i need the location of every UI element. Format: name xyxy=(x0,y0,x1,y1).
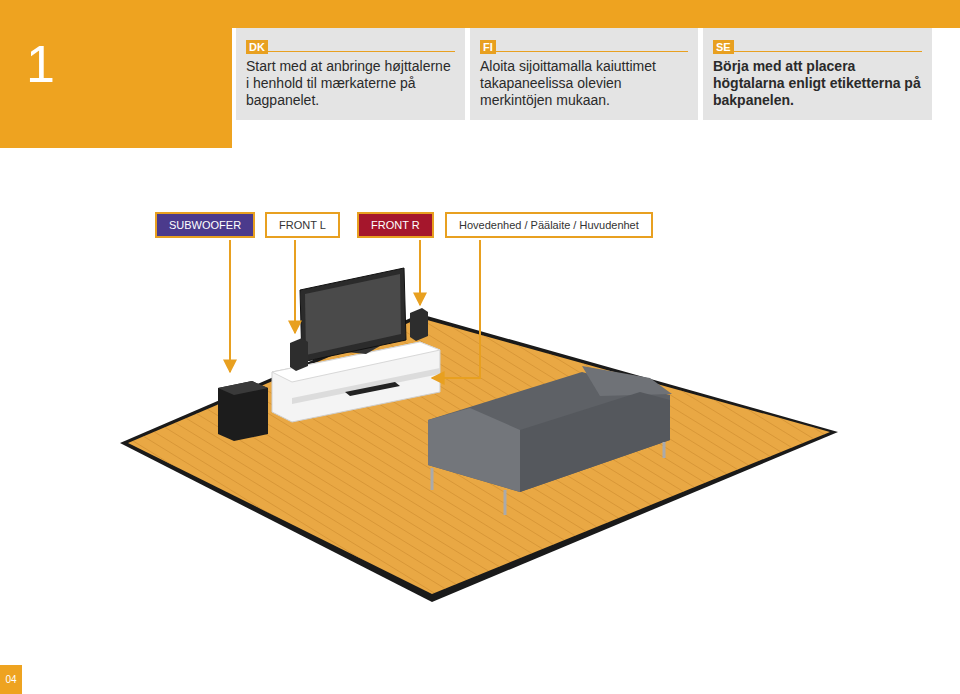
page-number-box: 04 xyxy=(0,665,22,694)
sofa-front xyxy=(520,392,670,492)
tv-glass xyxy=(305,274,401,355)
page-number: 04 xyxy=(0,665,22,694)
instruction-text: Aloita sijoittamalla kaiuttimet takapane… xyxy=(480,58,688,109)
front-r-label: FRONT R xyxy=(357,212,434,238)
language-panel: FI Aloita sijoittamalla kaiuttimet takapa… xyxy=(470,28,698,120)
tag-rule: SE xyxy=(713,37,922,52)
leader-lines xyxy=(230,240,480,378)
tv-screen xyxy=(300,268,406,362)
subwoofer-label: SUBWOOFER xyxy=(155,212,255,238)
front-l-speaker xyxy=(290,338,308,371)
subwoofer-cabinet xyxy=(218,381,268,441)
main-unit-label: Hovedenhed / Päälaite / Huvudenhet xyxy=(445,212,653,238)
language-panel: DK Start med at anbringe højttalerne i he… xyxy=(236,28,465,120)
label-text: SUBWOOFER xyxy=(169,219,241,231)
instruction-text: Börja med att placera högtalarna enligt … xyxy=(713,58,922,109)
subwoofer-top xyxy=(218,381,268,395)
step-number-block: 1 xyxy=(0,0,232,148)
label-text: FRONT R xyxy=(371,219,420,231)
sofa-arm xyxy=(428,408,520,492)
label-text: FRONT L xyxy=(279,219,326,231)
instruction-text: Start med at anbringe højttalerne i henh… xyxy=(246,58,455,109)
language-tag: FI xyxy=(480,40,496,54)
language-tag: SE xyxy=(713,40,734,54)
step-number: 1 xyxy=(26,36,55,92)
front-r-speaker xyxy=(410,308,428,341)
main-unit xyxy=(345,382,400,396)
tag-rule: DK xyxy=(246,37,455,52)
tag-rule: FI xyxy=(480,37,688,52)
sofa-back xyxy=(582,366,672,396)
label-text: Hovedenhed / Päälaite / Huvudenhet xyxy=(459,219,639,231)
language-panel: SE Börja med att placera högtalarna enlig… xyxy=(703,28,932,120)
language-tag: DK xyxy=(246,40,268,54)
front-l-label: FRONT L xyxy=(265,212,340,238)
tv-stand-shelf xyxy=(292,368,440,404)
